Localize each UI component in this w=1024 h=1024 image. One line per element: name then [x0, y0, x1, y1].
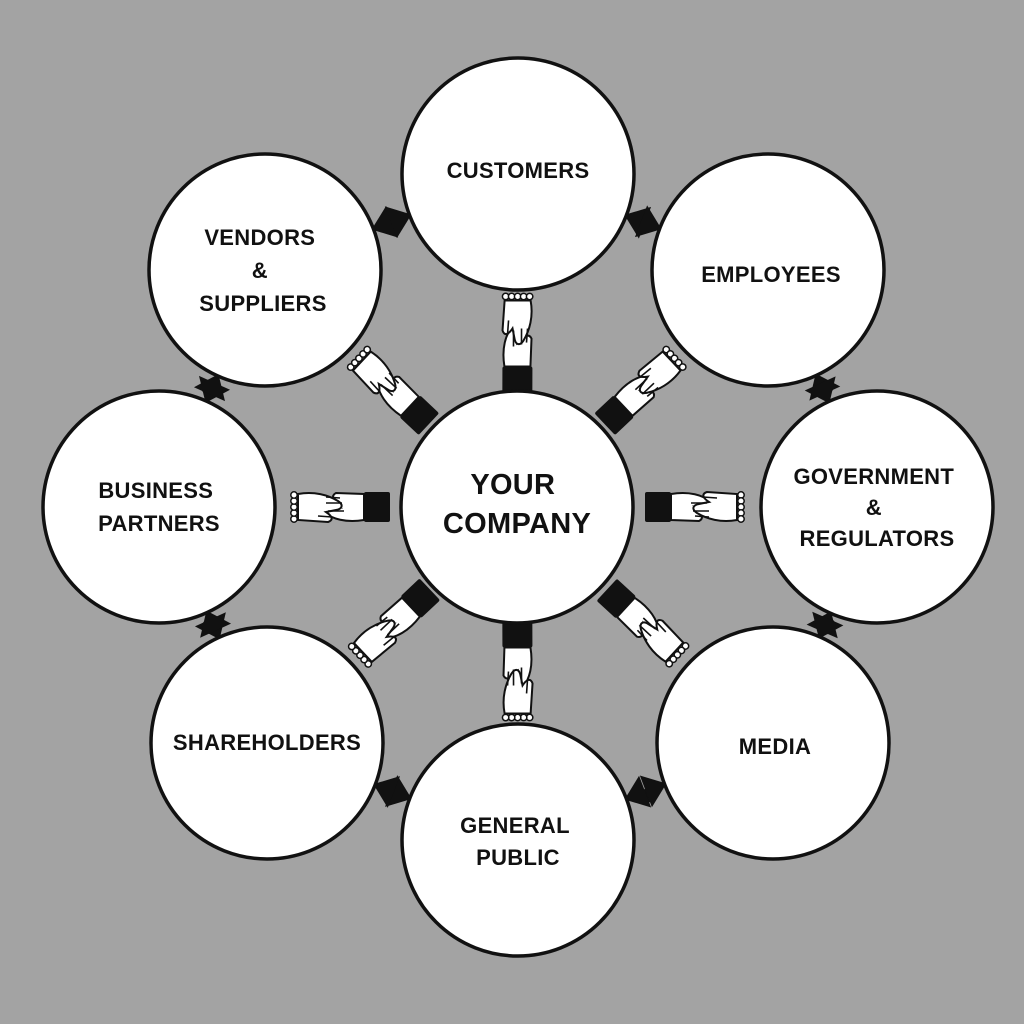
- node-vendors-suppliers: VENDORS & SUPPLIERS: [147, 152, 383, 388]
- center-label-line-2: COMPANY: [443, 508, 591, 540]
- handshake-icon: [597, 579, 690, 668]
- handshake-icon: [346, 345, 439, 435]
- general-public-label-line-2: PUBLIC: [476, 845, 560, 870]
- svg-text:GENERAL PUBLIC: GENERAL PUBLIC: [460, 813, 576, 870]
- handshake-icon: [645, 490, 745, 523]
- vendors-suppliers-label-line-1: VENDORS: [204, 225, 315, 250]
- center-label-line-1: YOUR: [470, 469, 555, 501]
- government-label-line-2: &: [866, 495, 882, 520]
- general-public-label-line-1: GENERAL: [460, 813, 569, 838]
- node-customers: CUSTOMERS: [400, 56, 636, 292]
- employees-label-line-1: EMPLOYEES: [701, 262, 841, 287]
- handshakes: [290, 292, 745, 722]
- svg-text:MEDIA: MEDIA: [739, 734, 811, 759]
- node-your-company: YOUR COMPANY: [399, 389, 635, 625]
- vendors-suppliers-label-line-3: SUPPLIERS: [199, 291, 326, 316]
- handshake-icon: [347, 579, 440, 668]
- vendors-suppliers-label-line-2: &: [252, 258, 268, 283]
- double-arrow-icon: [193, 374, 231, 403]
- svg-text:EMPLOYEES: EMPLOYEES: [701, 262, 841, 287]
- node-general-public: GENERAL PUBLIC: [400, 722, 636, 958]
- svg-text:YOUR COMPANY: YOUR COMPANY: [443, 469, 591, 540]
- stakeholder-nodes: CUSTOMERS EMPLOYEES GOVERNMENT & REGULAT…: [41, 56, 995, 958]
- shareholders-label-line-1: SHAREHOLDERS: [173, 730, 361, 755]
- customers-label-line-1: CUSTOMERS: [447, 158, 590, 183]
- svg-text:CUSTOMERS: CUSTOMERS: [447, 158, 590, 183]
- handshake-icon: [501, 621, 534, 722]
- media-label-line-1: MEDIA: [739, 734, 811, 759]
- svg-text:VENDORS & SUPP: VENDORS & SUPPLIERS: [199, 225, 326, 316]
- handshake-icon: [501, 292, 534, 393]
- svg-text:BUSINESS PARTNERS: BUSINESS PARTNERS: [98, 478, 220, 536]
- government-label-line-3: REGULATORS: [800, 526, 955, 551]
- handshake-icon: [290, 491, 390, 524]
- double-arrow-icon: [371, 205, 412, 239]
- double-arrow-icon: [624, 205, 662, 239]
- node-shareholders: SHAREHOLDERS: [149, 625, 385, 861]
- government-label-line-1: GOVERNMENT: [793, 464, 954, 489]
- ring-connectors: [193, 205, 844, 808]
- double-arrow-icon: [624, 775, 667, 808]
- handshake-icon: [595, 345, 687, 435]
- double-arrow-icon: [804, 373, 841, 404]
- node-government: GOVERNMENT & REGULATORS: [759, 389, 995, 625]
- double-arrow-icon: [194, 610, 232, 640]
- node-employees: EMPLOYEES: [650, 152, 886, 388]
- business-partners-label-line-2: PARTNERS: [98, 511, 220, 536]
- svg-text:SHAREHOLDERS: SHAREHOLDERS: [173, 730, 361, 755]
- double-arrow-icon: [806, 611, 844, 639]
- double-arrow-icon: [373, 775, 412, 808]
- node-business-partners: BUSINESS PARTNERS: [41, 389, 277, 625]
- business-partners-label-line-1: BUSINESS: [98, 478, 213, 503]
- node-media: MEDIA: [655, 625, 891, 861]
- svg-text:GOVERNMENT & R: GOVERNMENT & REGULATORS: [793, 464, 960, 551]
